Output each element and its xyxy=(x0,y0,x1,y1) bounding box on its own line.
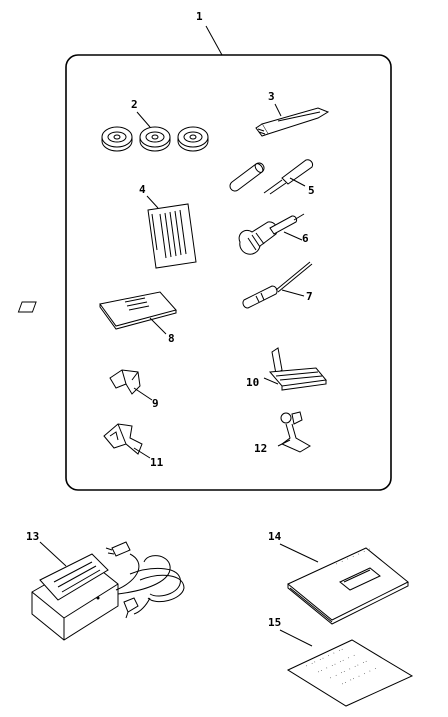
seam-ripper-brush: 3 xyxy=(255,90,330,137)
bobbin-right xyxy=(177,126,209,152)
callout-9: 9 xyxy=(152,397,159,410)
callout-3: 3 xyxy=(268,90,275,103)
callout-2: 2 xyxy=(131,98,138,111)
callout-12: 12 xyxy=(254,442,267,455)
screwdriver-small: 7 xyxy=(242,261,313,309)
felt-cylinder xyxy=(229,162,265,192)
callout-6: 6 xyxy=(302,232,309,245)
bobbins: 2 xyxy=(101,98,209,152)
callout-4: 4 xyxy=(139,183,146,196)
callout-7: 7 xyxy=(306,290,313,303)
spool-pin-felt: 5 xyxy=(229,159,315,197)
instruction-book: 14 · · · · · · · xyxy=(268,530,409,625)
bobbin-middle xyxy=(139,126,171,152)
foot-controller: 13 xyxy=(26,530,185,641)
callout-15: 15 xyxy=(268,616,281,629)
presser-foot-a: 9 xyxy=(109,369,159,410)
callout-1: 1 xyxy=(196,10,203,23)
needle-pack: 4 xyxy=(139,183,197,269)
bobbin-left xyxy=(101,126,133,152)
needle-plate: 8 xyxy=(17,291,177,345)
callout-8: 8 xyxy=(168,332,175,345)
spool-pin xyxy=(263,159,313,195)
parts-sheet: 15 · ·· ·· · · ·· ·· · ·· ·· · · · · ·· … xyxy=(268,616,414,707)
callout-5: 5 xyxy=(308,184,315,197)
buttonhole-foot: 10 xyxy=(246,347,327,391)
callout-10: 10 xyxy=(246,376,259,389)
screwdriver-large: 6 xyxy=(238,213,309,255)
zipper-foot: 12 xyxy=(254,411,311,455)
callout-14: 14 xyxy=(268,530,282,543)
presser-foot-b: 11 xyxy=(103,423,164,469)
callout-11: 11 xyxy=(150,456,164,469)
callout-13: 13 xyxy=(26,530,39,543)
accessory-box: 1 xyxy=(65,10,392,491)
